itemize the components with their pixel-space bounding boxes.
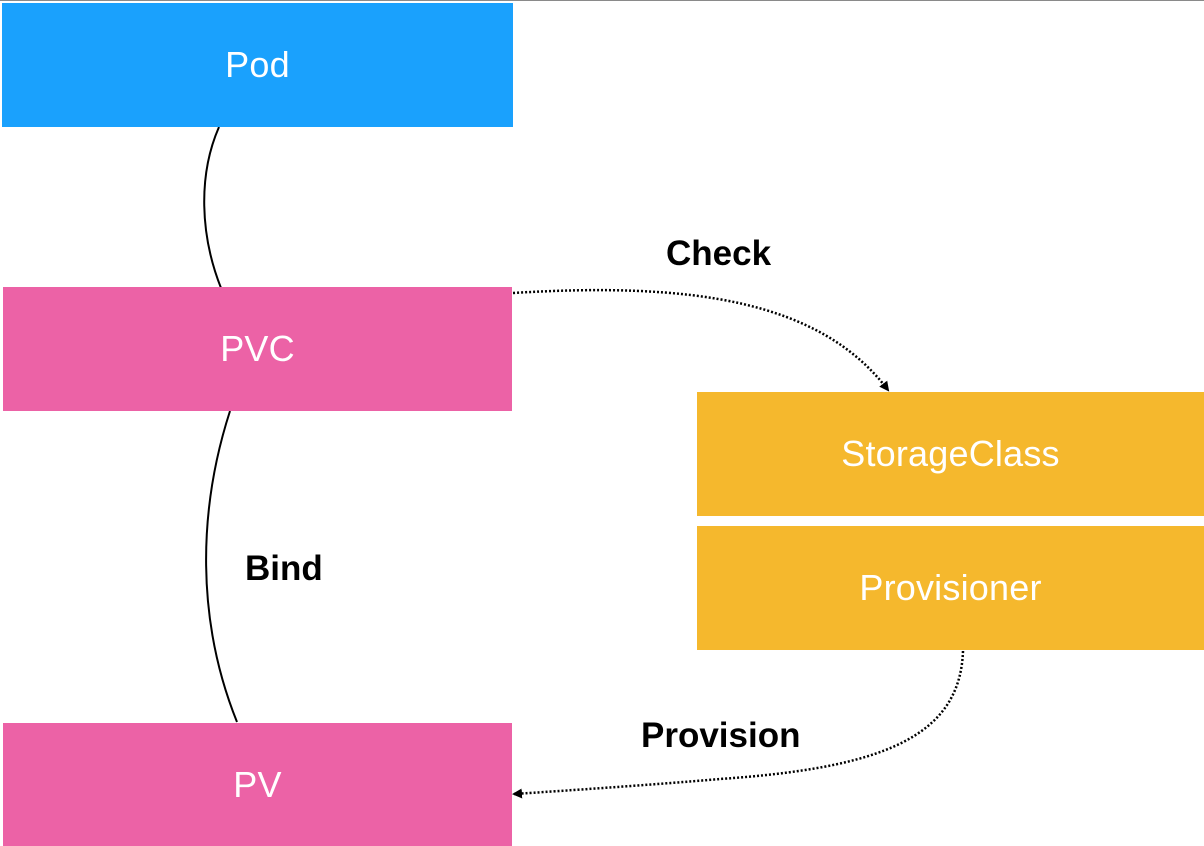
pvc-pv-bind-connector	[205, 410, 238, 723]
pod-node-label: Pod	[225, 44, 290, 85]
provision-edge-label: Provision	[641, 716, 801, 755]
pod-pvc-connector	[203, 126, 222, 289]
top-border-line	[0, 0, 1204, 1]
pvc-storageclass-check-arrow	[512, 288, 890, 392]
pv-node-label: PV	[233, 764, 282, 805]
pvc-node-label: PVC	[220, 328, 295, 369]
pvc-node: PVC	[3, 287, 512, 411]
bind-edge-label: Bind	[245, 549, 323, 588]
storageclass-node: StorageClass	[697, 392, 1204, 516]
storageclass-node-label: StorageClass	[841, 433, 1060, 474]
provisioner-node: Provisioner	[697, 526, 1204, 650]
check-edge-label: Check	[666, 234, 772, 273]
pod-node: Pod	[2, 3, 513, 127]
pv-node: PV	[3, 723, 512, 846]
provisioner-node-label: Provisioner	[859, 567, 1042, 608]
